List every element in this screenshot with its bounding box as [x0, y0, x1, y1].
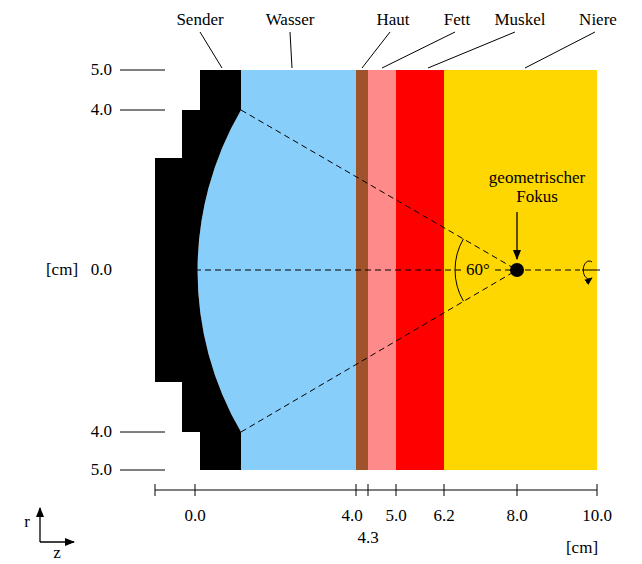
- tick: [120, 470, 165, 471]
- axis-unit: [cm]: [46, 261, 78, 280]
- leader-line: [290, 32, 292, 68]
- tick: [120, 110, 165, 111]
- z-axis: [155, 490, 597, 491]
- transducer-band: Sender: [155, 70, 241, 470]
- fat-band: [368, 70, 396, 470]
- rotation-axis: [582, 270, 600, 271]
- r-arrow: [39, 508, 40, 542]
- band-name: Wasser: [266, 11, 315, 30]
- angle-arc: [455, 239, 463, 301]
- leader-line: [428, 32, 515, 68]
- tick: [195, 484, 196, 496]
- band-name: Niere: [579, 11, 617, 30]
- band-name: Fett: [444, 11, 470, 30]
- axis-name: z: [53, 543, 61, 562]
- muscle-band: Muskel: [396, 70, 444, 470]
- tick: [517, 484, 518, 496]
- axis-value: 5.0: [91, 61, 112, 80]
- axis-value: 4.0: [341, 507, 362, 526]
- axis-name: r: [24, 513, 30, 532]
- band-name: Muskel: [495, 11, 546, 30]
- band-name: Haut: [376, 11, 409, 30]
- angle-label: 60°: [464, 261, 492, 280]
- tick: [597, 484, 598, 496]
- focus-dot: [510, 263, 524, 277]
- focus-pointer: [516, 212, 517, 259]
- leader-line: [525, 32, 595, 68]
- tick: [368, 484, 369, 496]
- kidney-band: [444, 70, 597, 470]
- axis-value: 0.0: [91, 261, 112, 280]
- axis-value: 4.3: [357, 529, 378, 548]
- axis-value: 6.2: [433, 507, 454, 526]
- axis-value: 0.0: [184, 507, 205, 526]
- tick: [120, 432, 165, 433]
- skin-band: Haut: [356, 70, 368, 470]
- axis-value: 5.0: [91, 461, 112, 480]
- leader-line: [200, 32, 222, 68]
- tick: [120, 70, 165, 71]
- leader-line: [362, 32, 390, 68]
- focus-ray: [241, 270, 517, 432]
- band-name: Sender: [176, 11, 223, 30]
- tick: [356, 484, 357, 496]
- axis-value: 8.0: [506, 507, 527, 526]
- focus-ray: [241, 110, 517, 270]
- tick: [396, 484, 397, 496]
- tick: [444, 484, 445, 496]
- focus-label: geometrischer Fokus: [485, 169, 589, 206]
- tick: [155, 484, 156, 496]
- axis-value: 5.0: [385, 507, 406, 526]
- axis-value: 4.0: [91, 101, 112, 120]
- fat-band: Fett: [368, 70, 396, 470]
- axis-value: 4.0: [91, 423, 112, 442]
- axis-unit: [cm]: [566, 539, 598, 558]
- leader-line: [382, 32, 455, 68]
- water-band: Wasser: [241, 70, 356, 470]
- axis-value: 10.0: [582, 507, 612, 526]
